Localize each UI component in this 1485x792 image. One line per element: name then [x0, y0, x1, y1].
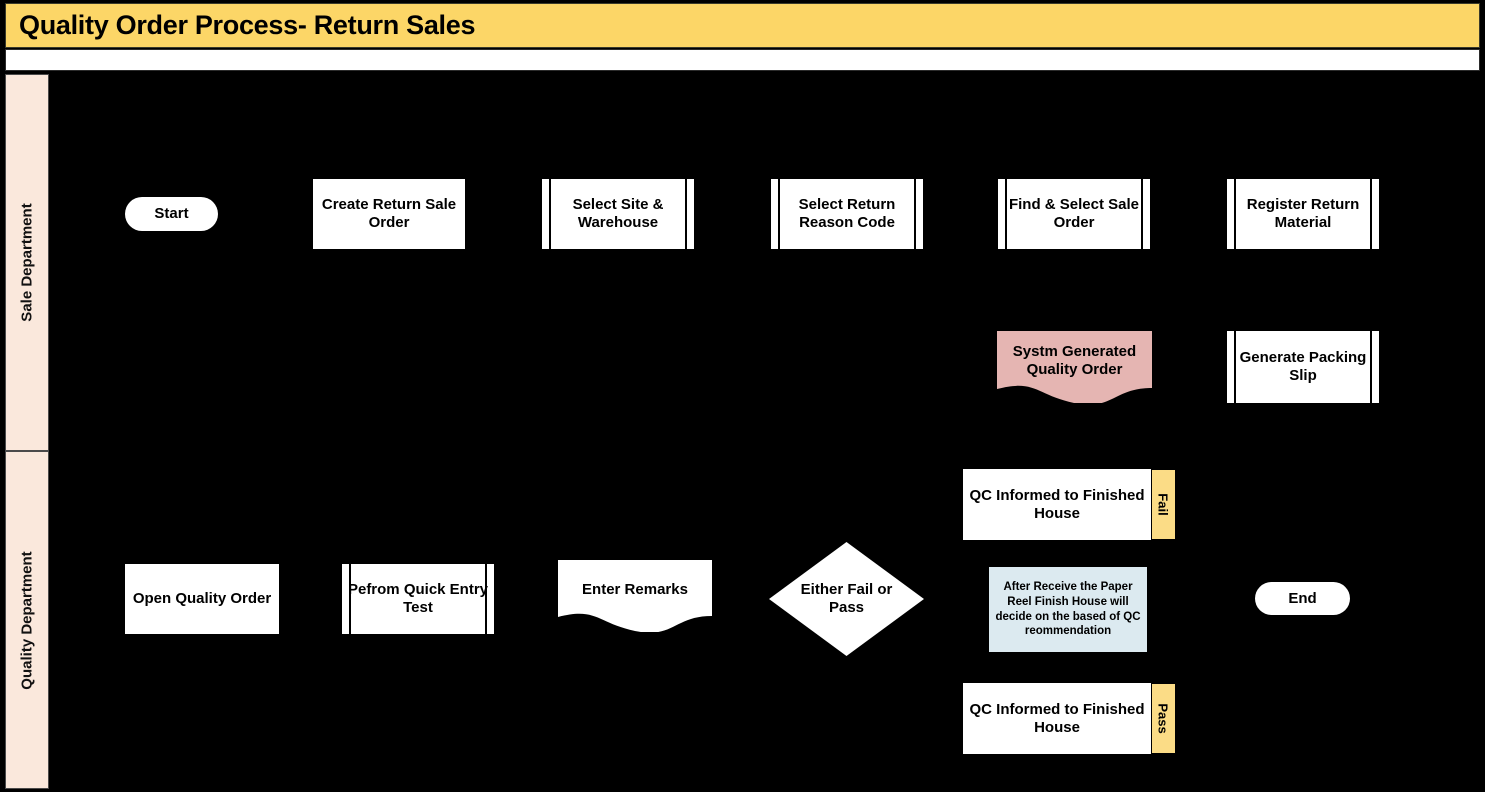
branch-tab-label: Pass	[1156, 703, 1171, 734]
node-find-select-sale-order[interactable]: Find & Select Sale Order	[998, 179, 1150, 249]
node-label: Systm Generated Quality Order	[1012, 343, 1137, 378]
swimlane-body-quality-department	[49, 451, 1480, 789]
swimlane-header-sale-department: Sale Department	[5, 74, 49, 451]
swimlane-label-sale-department: Sale Department	[18, 203, 36, 322]
diagram-title-bar: Quality Order Process- Return Sales	[5, 3, 1480, 48]
node-label: Enter Remarks	[582, 581, 688, 599]
node-generate-packing-slip[interactable]: Generate Packing Slip	[1227, 331, 1379, 403]
node-label: QC Informed to Finished House	[963, 683, 1151, 754]
node-enter-remarks[interactable]: Enter Remarks	[558, 560, 712, 632]
swimlane-header-quality-department: Quality Department	[5, 451, 49, 789]
node-end[interactable]: End	[1255, 582, 1350, 615]
node-decision-fail-or-pass[interactable]: Either Fail or Pass	[769, 542, 924, 656]
node-open-quality-order[interactable]: Open Quality Order	[125, 564, 279, 634]
node-qc-informed-pass[interactable]: QC Informed to Finished House Pass	[963, 683, 1176, 754]
node-label: QC Informed to Finished House	[963, 469, 1151, 540]
branch-tab-pass[interactable]: Pass	[1151, 683, 1176, 754]
document-shape-icon	[558, 560, 712, 632]
branch-tab-fail[interactable]: Fail	[1151, 469, 1176, 540]
node-register-return-material[interactable]: Register Return Material	[1227, 179, 1379, 249]
document-shape-icon	[997, 331, 1152, 403]
note-qc-recommendation: After Receive the Paper Reel Finish Hous…	[989, 567, 1147, 652]
node-select-return-reason-code[interactable]: Select Return Reason Code	[771, 179, 923, 249]
node-create-return-sale-order[interactable]: Create Return Sale Order	[313, 179, 465, 249]
node-start[interactable]: Start	[125, 197, 218, 231]
node-select-site-warehouse[interactable]: Select Site & Warehouse	[542, 179, 694, 249]
page-title: Quality Order Process- Return Sales	[19, 10, 476, 40]
node-system-generated-quality-order[interactable]: Systm Generated Quality Order	[997, 331, 1152, 403]
node-qc-informed-fail[interactable]: QC Informed to Finished House Fail	[963, 469, 1176, 540]
branch-tab-label: Fail	[1156, 493, 1171, 516]
node-label: Either Fail or Pass	[800, 581, 893, 616]
title-underbar	[5, 49, 1480, 71]
node-perform-quick-entry-test[interactable]: Pefrom Quick Entry Test	[342, 564, 494, 634]
swimlane-label-quality-department: Quality Department	[18, 550, 36, 690]
